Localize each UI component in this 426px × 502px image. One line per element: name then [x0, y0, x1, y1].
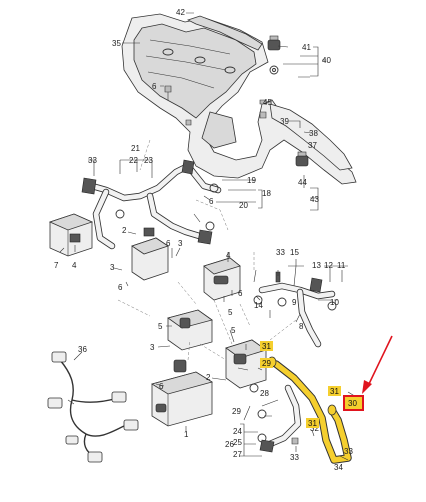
callout-13[interactable]: 13 [312, 261, 321, 270]
callout-32[interactable]: 32 [310, 424, 319, 433]
callout-3[interactable]: 3 [150, 343, 155, 352]
selection-arrow [362, 335, 393, 394]
callout-33[interactable]: 33 [88, 156, 97, 165]
callout-24[interactable]: 24 [233, 427, 242, 436]
right-coolant-hose [253, 271, 337, 348]
upper-bracket-assembly [121, 13, 357, 185]
upper-coolant-hose [81, 159, 222, 250]
callout-6[interactable]: 6 [152, 82, 157, 91]
solenoid-valve-b [203, 257, 241, 301]
callout-7[interactable]: 7 [54, 261, 59, 270]
callout-5[interactable]: 5 [231, 326, 236, 335]
callout-3[interactable]: 3 [178, 239, 183, 248]
callout-21[interactable]: 21 [131, 144, 140, 153]
coolant-pump-upper [167, 309, 213, 351]
callout-33[interactable]: 33 [290, 453, 299, 462]
callout-19[interactable]: 19 [247, 176, 256, 185]
highlighted-callouts: 31 29 31 31 [260, 341, 341, 428]
callout-1[interactable]: 1 [184, 430, 189, 439]
callout-5[interactable]: 5 [158, 322, 163, 331]
callout-25[interactable]: 25 [233, 438, 242, 447]
assembly-dashed-lines [117, 139, 297, 361]
wiring-harness [47, 351, 139, 463]
callout-14[interactable]: 14 [254, 301, 263, 310]
callout-38[interactable]: 38 [309, 129, 318, 138]
callout-44[interactable]: 44 [298, 178, 307, 187]
callout-6[interactable]: 6 [159, 382, 164, 391]
callout-2[interactable]: 2 [206, 373, 211, 382]
callout-31-highlighted[interactable]: 31 [308, 419, 317, 428]
callout-2[interactable]: 2 [122, 226, 127, 235]
callout-10[interactable]: 10 [330, 298, 339, 307]
callout-20[interactable]: 20 [239, 201, 248, 210]
callout-30-selected[interactable]: 30 [348, 399, 357, 408]
callout-43[interactable]: 43 [310, 195, 319, 204]
callout-6[interactable]: 6 [166, 239, 171, 248]
callout-29[interactable]: 29 [232, 407, 241, 416]
callout-22[interactable]: 22 [129, 156, 138, 165]
solenoid-valve-a [131, 227, 169, 281]
callout-4[interactable]: 4 [72, 261, 77, 270]
callout-6[interactable]: 6 [238, 289, 243, 298]
callout-35[interactable]: 35 [112, 39, 121, 48]
valve-block-right [225, 339, 267, 393]
callout-12[interactable]: 12 [324, 261, 333, 270]
callout-33[interactable]: 33 [276, 248, 285, 257]
callout-41[interactable]: 41 [302, 43, 311, 52]
callout-36[interactable]: 36 [78, 345, 87, 354]
callout-37[interactable]: 37 [308, 141, 317, 150]
highlighted-coolant-pipe [267, 356, 352, 464]
selected-part-callout[interactable]: 30 [343, 395, 364, 411]
callout-5[interactable]: 5 [228, 308, 233, 317]
control-unit-left [48, 213, 94, 257]
callout-40[interactable]: 40 [322, 56, 331, 65]
callout-27[interactable]: 27 [233, 450, 242, 459]
callout-29-highlighted[interactable]: 29 [262, 359, 271, 368]
callout-6[interactable]: 6 [209, 197, 214, 206]
callout-3[interactable]: 3 [110, 263, 115, 272]
callout-34[interactable]: 34 [334, 463, 343, 472]
callout-28[interactable]: 28 [260, 389, 269, 398]
callout-labels: 42 35 41 40 6 45 39 38 37 44 43 21 33 22… [54, 8, 353, 472]
bracket-hardware [164, 35, 309, 167]
callout-15[interactable]: 15 [290, 248, 299, 257]
callout-45[interactable]: 45 [263, 98, 272, 107]
callout-33[interactable]: 33 [344, 447, 353, 456]
callout-18[interactable]: 18 [262, 189, 271, 198]
callout-8[interactable]: 8 [299, 322, 304, 331]
callout-23[interactable]: 23 [144, 156, 153, 165]
callout-26[interactable]: 26 [225, 440, 234, 449]
callout-6[interactable]: 6 [118, 283, 123, 292]
callout-42[interactable]: 42 [176, 8, 185, 17]
callout-31-highlighted[interactable]: 31 [330, 387, 339, 396]
lower-coolant-hose [257, 384, 302, 453]
callout-39[interactable]: 39 [280, 117, 289, 126]
callout-4[interactable]: 4 [226, 251, 231, 260]
callout-31-highlighted[interactable]: 31 [262, 342, 271, 351]
callout-9[interactable]: 9 [292, 298, 297, 307]
leader-lines [59, 12, 359, 461]
callout-11[interactable]: 11 [337, 261, 346, 270]
main-heater-unit [151, 359, 213, 427]
